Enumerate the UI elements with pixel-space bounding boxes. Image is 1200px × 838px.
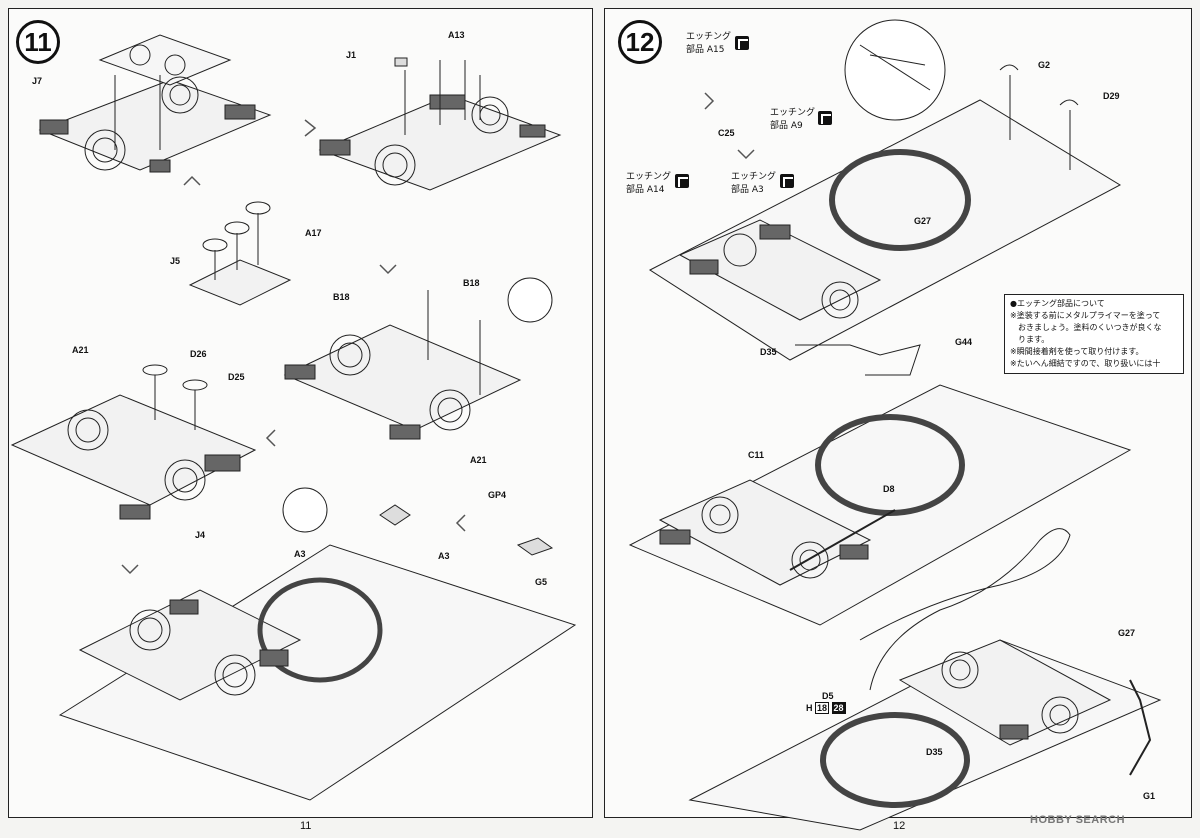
reference-h-letter: H	[806, 703, 813, 713]
part-label-g1: G1	[1143, 791, 1156, 801]
hull-assembly-right-top	[649, 19, 1122, 376]
photo-etch-icon	[675, 174, 689, 188]
part-label-d8: D8	[883, 484, 895, 494]
etch-a15-part: 部品 A15	[686, 45, 725, 55]
page-number-left: 11	[300, 820, 312, 832]
part-label-a3-second: A3	[438, 551, 450, 561]
etch-a9-part: 部品 A9	[770, 121, 803, 131]
step-number-12: 12	[618, 20, 662, 64]
part-label-d5: D5	[822, 691, 834, 701]
part-label-d26: D26	[190, 349, 207, 359]
reference-h-step-18: 18	[815, 702, 830, 714]
etch-a14-title: エッチング	[626, 172, 672, 182]
part-label-j7: J7	[32, 76, 43, 86]
part-label-g2: G2	[1038, 60, 1051, 70]
part-label-j5: J5	[170, 256, 181, 266]
hull-assembly-left	[58, 487, 577, 801]
engine-deck-left-top	[38, 34, 272, 173]
note-line: ※たいへん細結ですので、取り扱いには十	[1010, 359, 1161, 368]
note-line: ※瞬間接着剤を使って取り付けます。	[1010, 347, 1144, 356]
part-label-b18: B18	[333, 292, 350, 302]
part-label-j1: J1	[346, 50, 357, 60]
etch-a15-title: エッチング	[686, 32, 732, 42]
part-label-c25: C25	[718, 128, 735, 138]
hull-assembly-right-bottom	[688, 639, 1162, 831]
note-line: ※塗装する前にメタルプライマーを塗って	[1010, 311, 1161, 320]
part-label-d25: D25	[228, 372, 245, 382]
hull-assembly-right-middle	[628, 384, 1132, 691]
reference-h-step-28: 28	[831, 702, 846, 714]
etch-a3-title: エッチング	[731, 172, 777, 182]
part-label-a3: A3	[294, 549, 306, 559]
page-number-right: 12	[893, 820, 906, 832]
engine-deck-right-top	[318, 57, 562, 191]
etch-a3-part: 部品 A3	[731, 185, 764, 195]
part-label-b18-second: B18	[463, 278, 480, 288]
part-label-a21: A21	[72, 345, 89, 355]
part-label-gp4: GP4	[488, 490, 507, 500]
flow-arrows	[121, 92, 755, 575]
etch-a9-title: エッチング	[770, 108, 816, 118]
part-label-d35: D35	[760, 347, 777, 357]
part-label-g5: G5	[535, 577, 548, 587]
watermark: HOBBY SEARCH	[1030, 814, 1126, 826]
engine-deck-middle-right	[283, 277, 553, 440]
part-label-g27: G27	[914, 216, 932, 226]
photo-etch-icon	[735, 36, 749, 50]
part-label-a13: A13	[448, 30, 465, 40]
reference-h: H 18 28	[806, 702, 846, 714]
part-label-g27-second: G27	[1118, 628, 1136, 638]
part-label-d35-second: D35	[926, 747, 943, 757]
photo-etch-icon	[818, 111, 832, 125]
part-label-j4: J4	[195, 530, 206, 540]
etch-a14-part: 部品 A14	[626, 185, 665, 195]
part-label-g44: G44	[955, 337, 973, 347]
part-label-c11: C11	[748, 450, 765, 460]
photo-etch-icon	[780, 174, 794, 188]
note-line: おきましょう。塗料のくいつきが良くな	[1010, 323, 1162, 332]
step-number-11: 11	[16, 20, 60, 64]
note-line: ります。	[1010, 335, 1050, 344]
part-label-a17: A17	[305, 228, 322, 238]
part-label-d29: D29	[1103, 91, 1120, 101]
photo-etch-note-box: ●エッチング部品について ※塗装する前にメタルプライマーを塗って おきましょう。…	[1004, 294, 1184, 374]
part-label-a21-second: A21	[470, 455, 487, 465]
note-title: ●エッチング部品について	[1010, 299, 1105, 308]
engine-deck-middle-left	[10, 364, 257, 520]
a17-plate	[188, 201, 292, 306]
